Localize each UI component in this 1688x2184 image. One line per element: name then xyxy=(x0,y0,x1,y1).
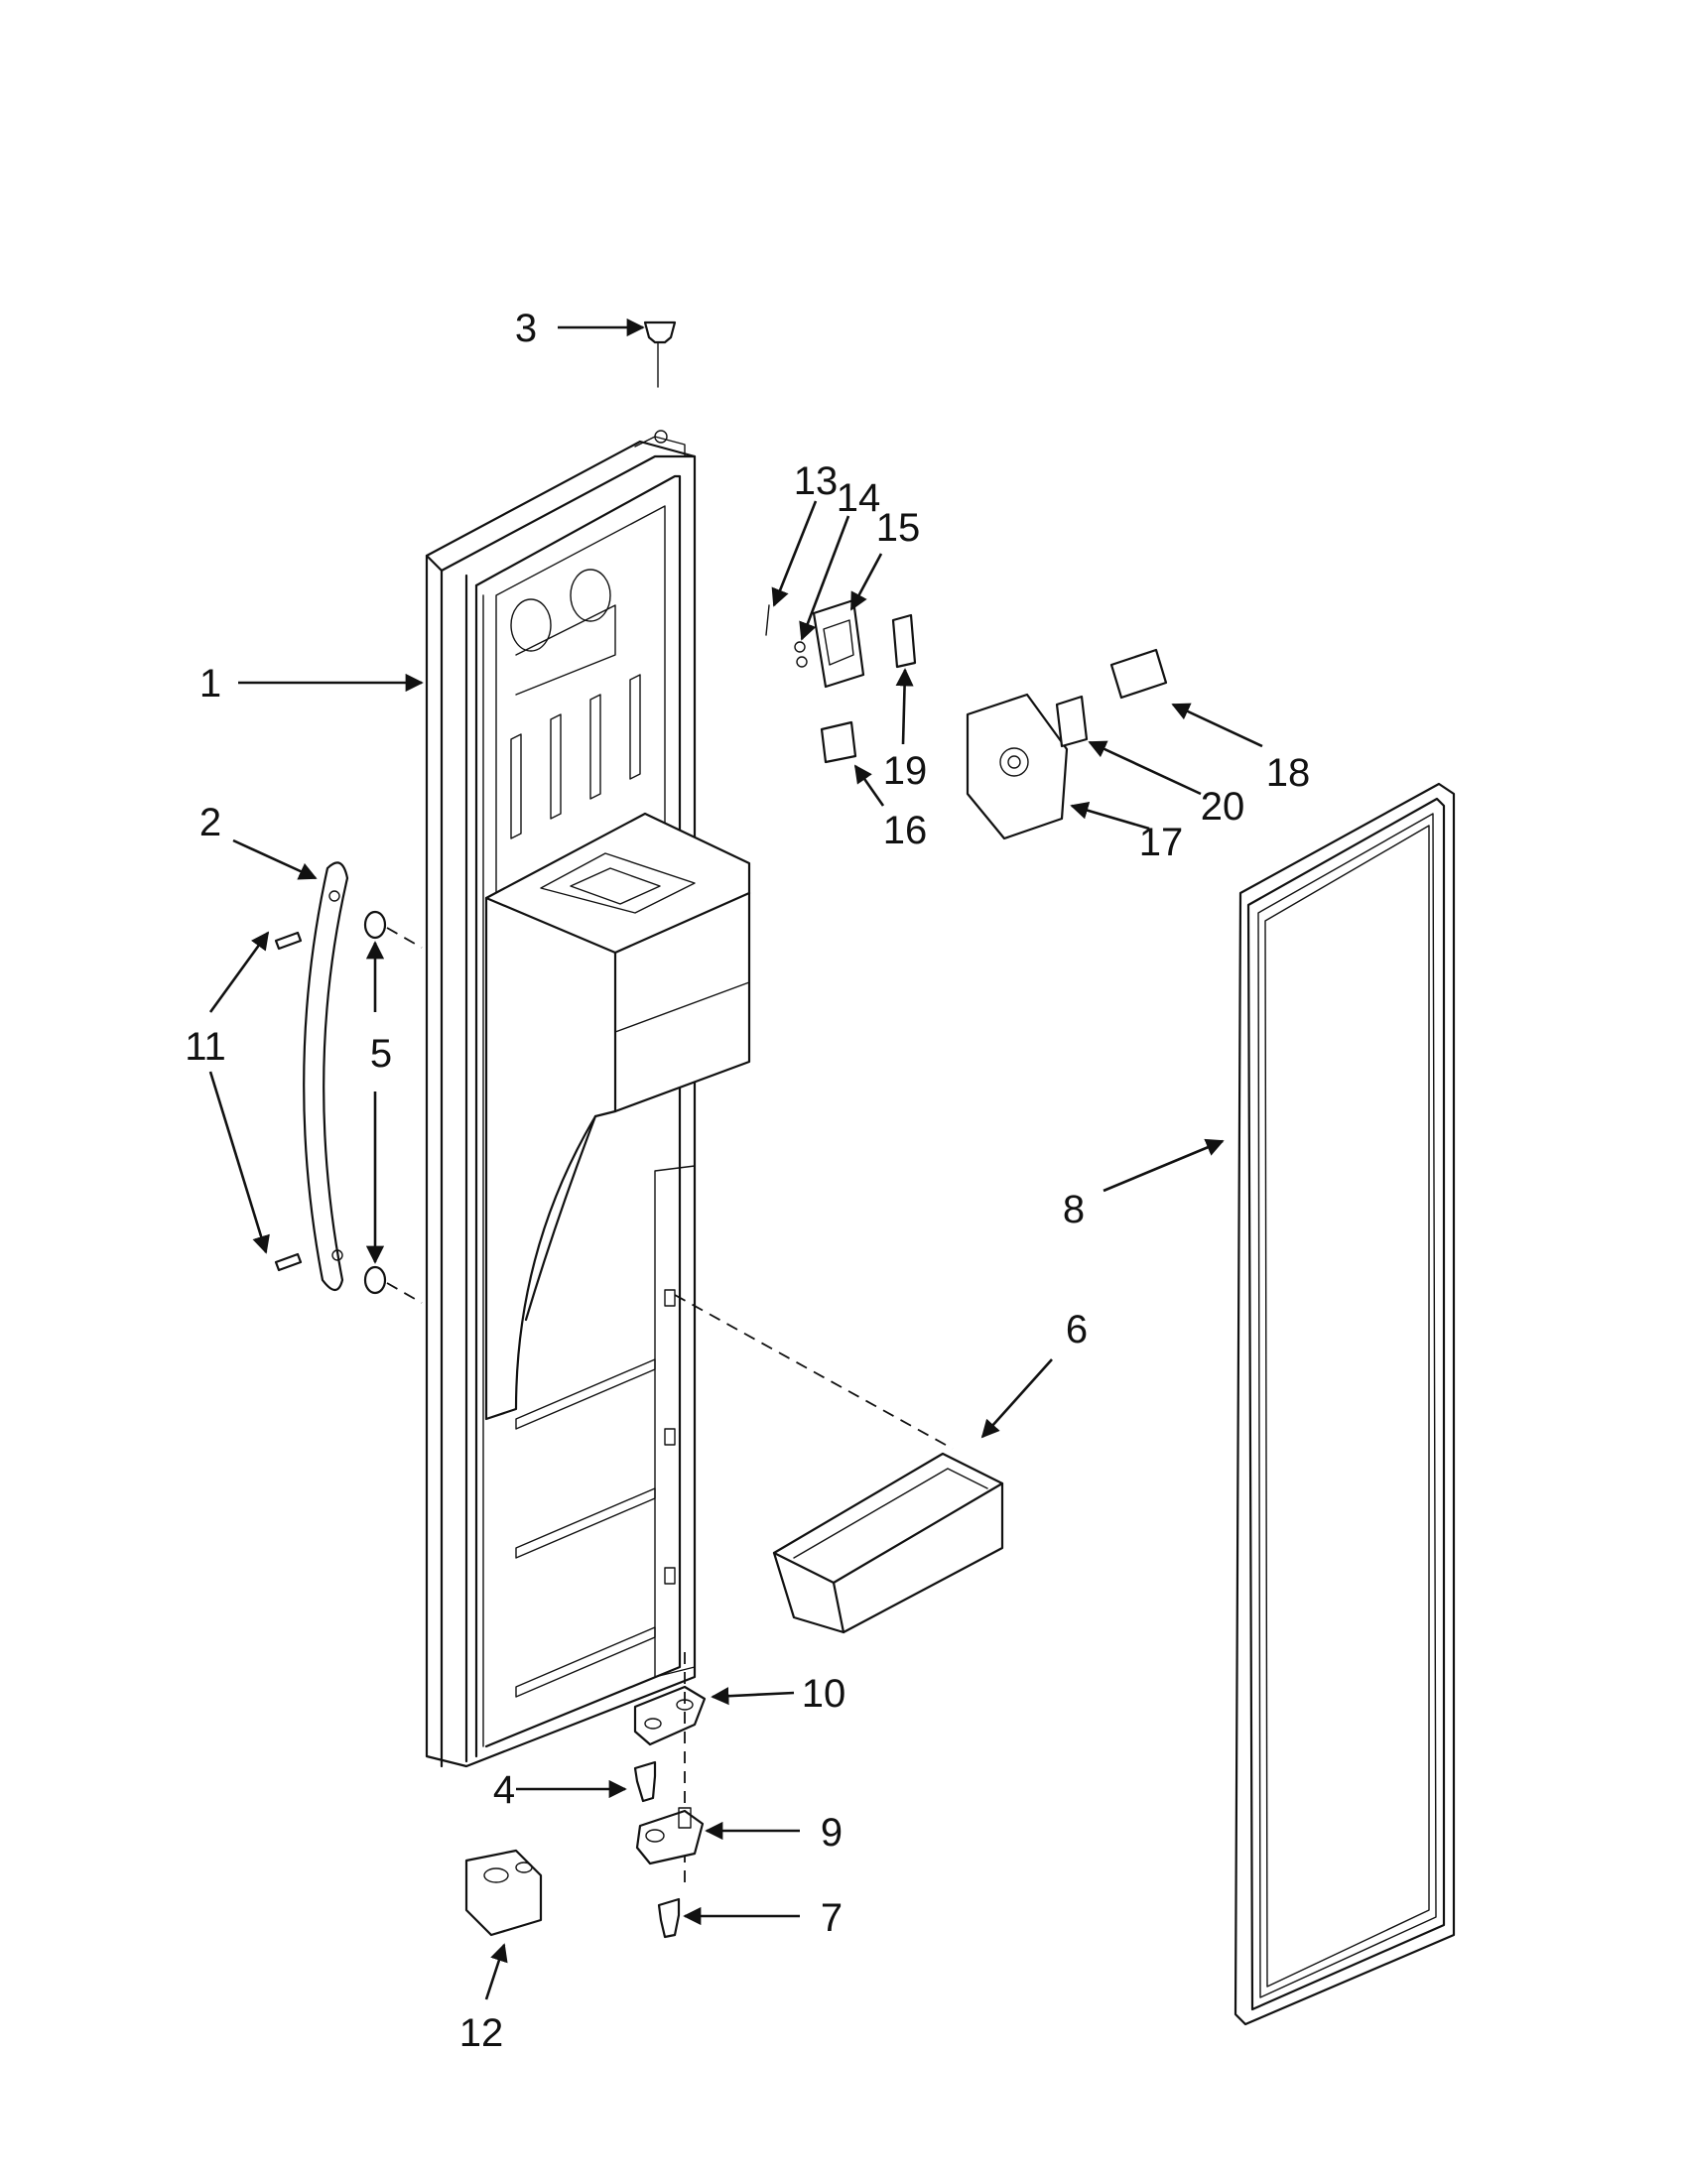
hinge-shim xyxy=(633,1652,707,1890)
door-cam xyxy=(464,1849,543,1937)
callout-14: 14 xyxy=(837,476,881,520)
dispenser-switch-parts xyxy=(765,598,917,764)
callout-16: 16 xyxy=(883,809,928,852)
door-handle xyxy=(303,861,349,1292)
callout-18: 18 xyxy=(1266,751,1311,795)
callout-7: 7 xyxy=(821,1896,843,1940)
handle-spacers xyxy=(363,910,423,1304)
callout-8: 8 xyxy=(1063,1188,1085,1231)
callout-11: 11 xyxy=(185,1025,226,1069)
callout-15: 15 xyxy=(876,506,921,550)
callout-6: 6 xyxy=(1066,1308,1088,1351)
leader-lines xyxy=(208,318,1263,2000)
callout-numbers: 3 1 2 11 5 13 14 15 19 16 18 20 17 8 6 1… xyxy=(185,307,1310,2055)
hinge-plug xyxy=(643,321,677,444)
callout-20: 20 xyxy=(1201,785,1245,829)
callout-13: 13 xyxy=(794,459,839,503)
callout-1: 1 xyxy=(199,662,221,706)
callout-5: 5 xyxy=(370,1032,392,1076)
callout-3: 3 xyxy=(515,307,537,350)
callout-10: 10 xyxy=(802,1672,846,1716)
callout-17: 17 xyxy=(1139,821,1184,864)
callout-2: 2 xyxy=(199,801,221,844)
callout-12: 12 xyxy=(459,2011,504,2055)
lower-hinge xyxy=(635,1807,705,1865)
hinge-bolt xyxy=(657,1897,681,1939)
callout-4: 4 xyxy=(493,1768,515,1812)
callout-9: 9 xyxy=(821,1811,843,1855)
hinge-screw xyxy=(633,1760,657,1803)
door-gasket xyxy=(1234,782,1456,2026)
dispenser-control-housing xyxy=(966,648,1168,840)
door-bin xyxy=(674,1294,1004,1634)
callout-19: 19 xyxy=(883,749,928,793)
handle-screws xyxy=(274,931,303,1272)
door-panel xyxy=(425,436,751,1768)
